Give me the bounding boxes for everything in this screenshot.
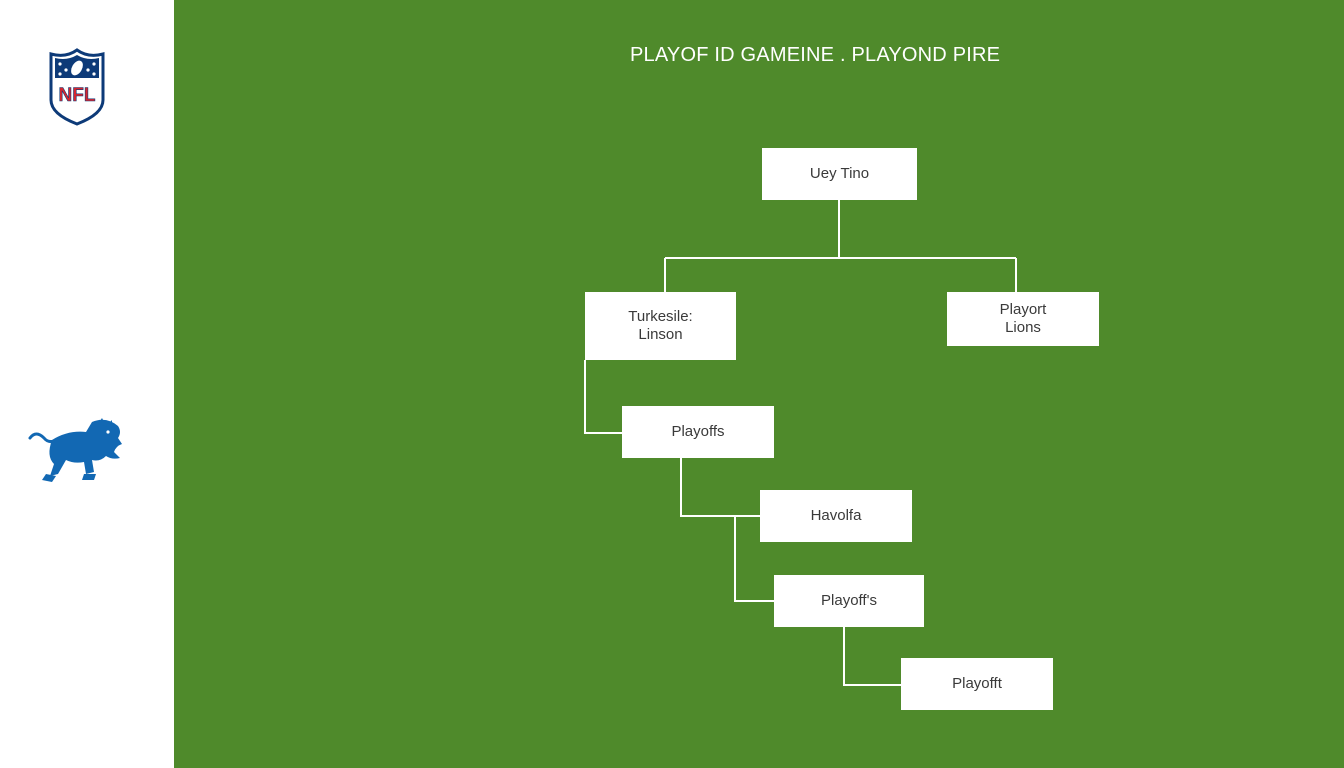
node-left-label-2: Linson <box>638 326 683 343</box>
connector-left-to-level3 <box>584 360 622 434</box>
node-level3-label: Playoffs <box>671 423 725 440</box>
node-right: Playort Lions <box>947 292 1099 346</box>
node-right-label-2: Lions <box>1005 319 1041 336</box>
node-level4-label: Havolfa <box>810 507 862 524</box>
node-level6-label: Playofft <box>952 675 1002 692</box>
nfl-logo-text: NFL <box>59 85 96 106</box>
node-root: Uey Tino <box>762 148 917 200</box>
node-level6: Playofft <box>901 658 1053 710</box>
node-level5: Playoff's <box>774 575 924 627</box>
connector-level3-to-level4 <box>680 458 760 517</box>
leaping-lion-icon <box>28 418 122 482</box>
diagram-canvas: PLAYOF ID GAMEINE . PLAYOND PIRE Uey Tin… <box>174 0 1344 768</box>
connector-level4-to-level5 <box>734 516 774 602</box>
node-level3: Playoffs <box>622 406 774 458</box>
node-left-label-1: Turkesile: <box>628 308 693 325</box>
node-level5-label: Playoff's <box>821 592 877 609</box>
node-level4: Havolfa <box>760 490 912 542</box>
node-right-label-1: Playort <box>999 301 1047 318</box>
connector-level5-to-level6 <box>843 627 901 686</box>
nfl-shield-icon: NFL <box>49 48 105 126</box>
sidebar: NFL <box>0 0 174 768</box>
diagram-title: PLAYOF ID GAMEINE . PLAYOND PIRE <box>630 44 1001 66</box>
connector-lines <box>584 200 1017 686</box>
node-left: Turkesile: Linson <box>585 292 736 360</box>
node-root-label: Uey Tino <box>809 165 870 182</box>
